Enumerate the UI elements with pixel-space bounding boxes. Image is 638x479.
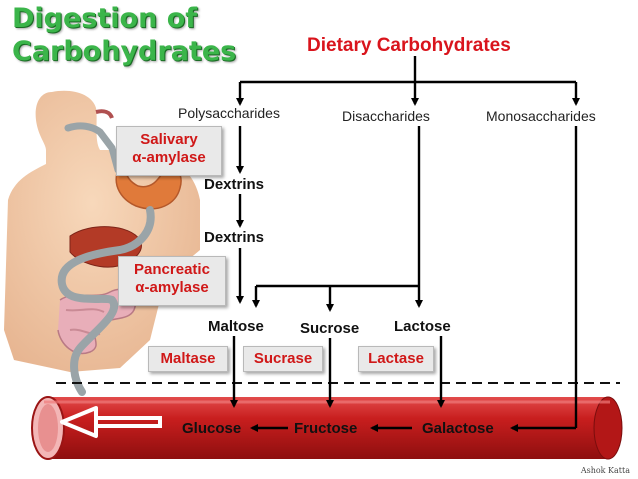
sucrose-label: Sucrose	[300, 320, 360, 337]
maltase-box: Maltase	[148, 346, 228, 372]
glucose-label: Glucose	[182, 420, 242, 437]
monosaccharides-label: Monosaccharides	[486, 108, 596, 124]
salivary-amylase-box: Salivary α-amylase	[116, 126, 222, 176]
polysaccharides-label: Polysaccharides	[178, 105, 280, 121]
title-line-2: Carbohydrates	[12, 36, 237, 67]
galactose-label: Galactose	[422, 420, 494, 437]
fructose-label: Fructose	[294, 420, 358, 437]
pancreatic-amylase-box: Pancreatic α-amylase	[118, 256, 226, 306]
author-credit: Ashok Katta	[580, 466, 630, 475]
disaccharides-label: Disaccharides	[342, 108, 430, 124]
salivary-amylase-line-2: α-amylase	[132, 149, 206, 166]
dextrins-label-1: Dextrins	[204, 176, 265, 193]
title-line-1: Digestion of	[12, 3, 198, 34]
pancreatic-amylase-line-2: α-amylase	[135, 279, 209, 296]
maltose-label: Maltose	[208, 318, 264, 335]
pancreatic-amylase-line-1: Pancreatic	[134, 261, 210, 278]
page-title: Digestion of Carbohydrates	[12, 2, 236, 68]
flow-left-arrow-icon	[60, 406, 98, 438]
blood-vessel	[31, 396, 623, 460]
lactase-box: Lactase	[358, 346, 434, 372]
flow-arrows	[230, 56, 580, 432]
lactose-label: Lactose	[394, 318, 451, 335]
dextrins-label-2: Dextrins	[204, 229, 265, 246]
dietary-carbohydrates-label: Dietary Carbohydrates	[307, 35, 511, 56]
sucrase-box: Sucrase	[243, 346, 323, 372]
salivary-amylase-line-1: Salivary	[140, 131, 198, 148]
